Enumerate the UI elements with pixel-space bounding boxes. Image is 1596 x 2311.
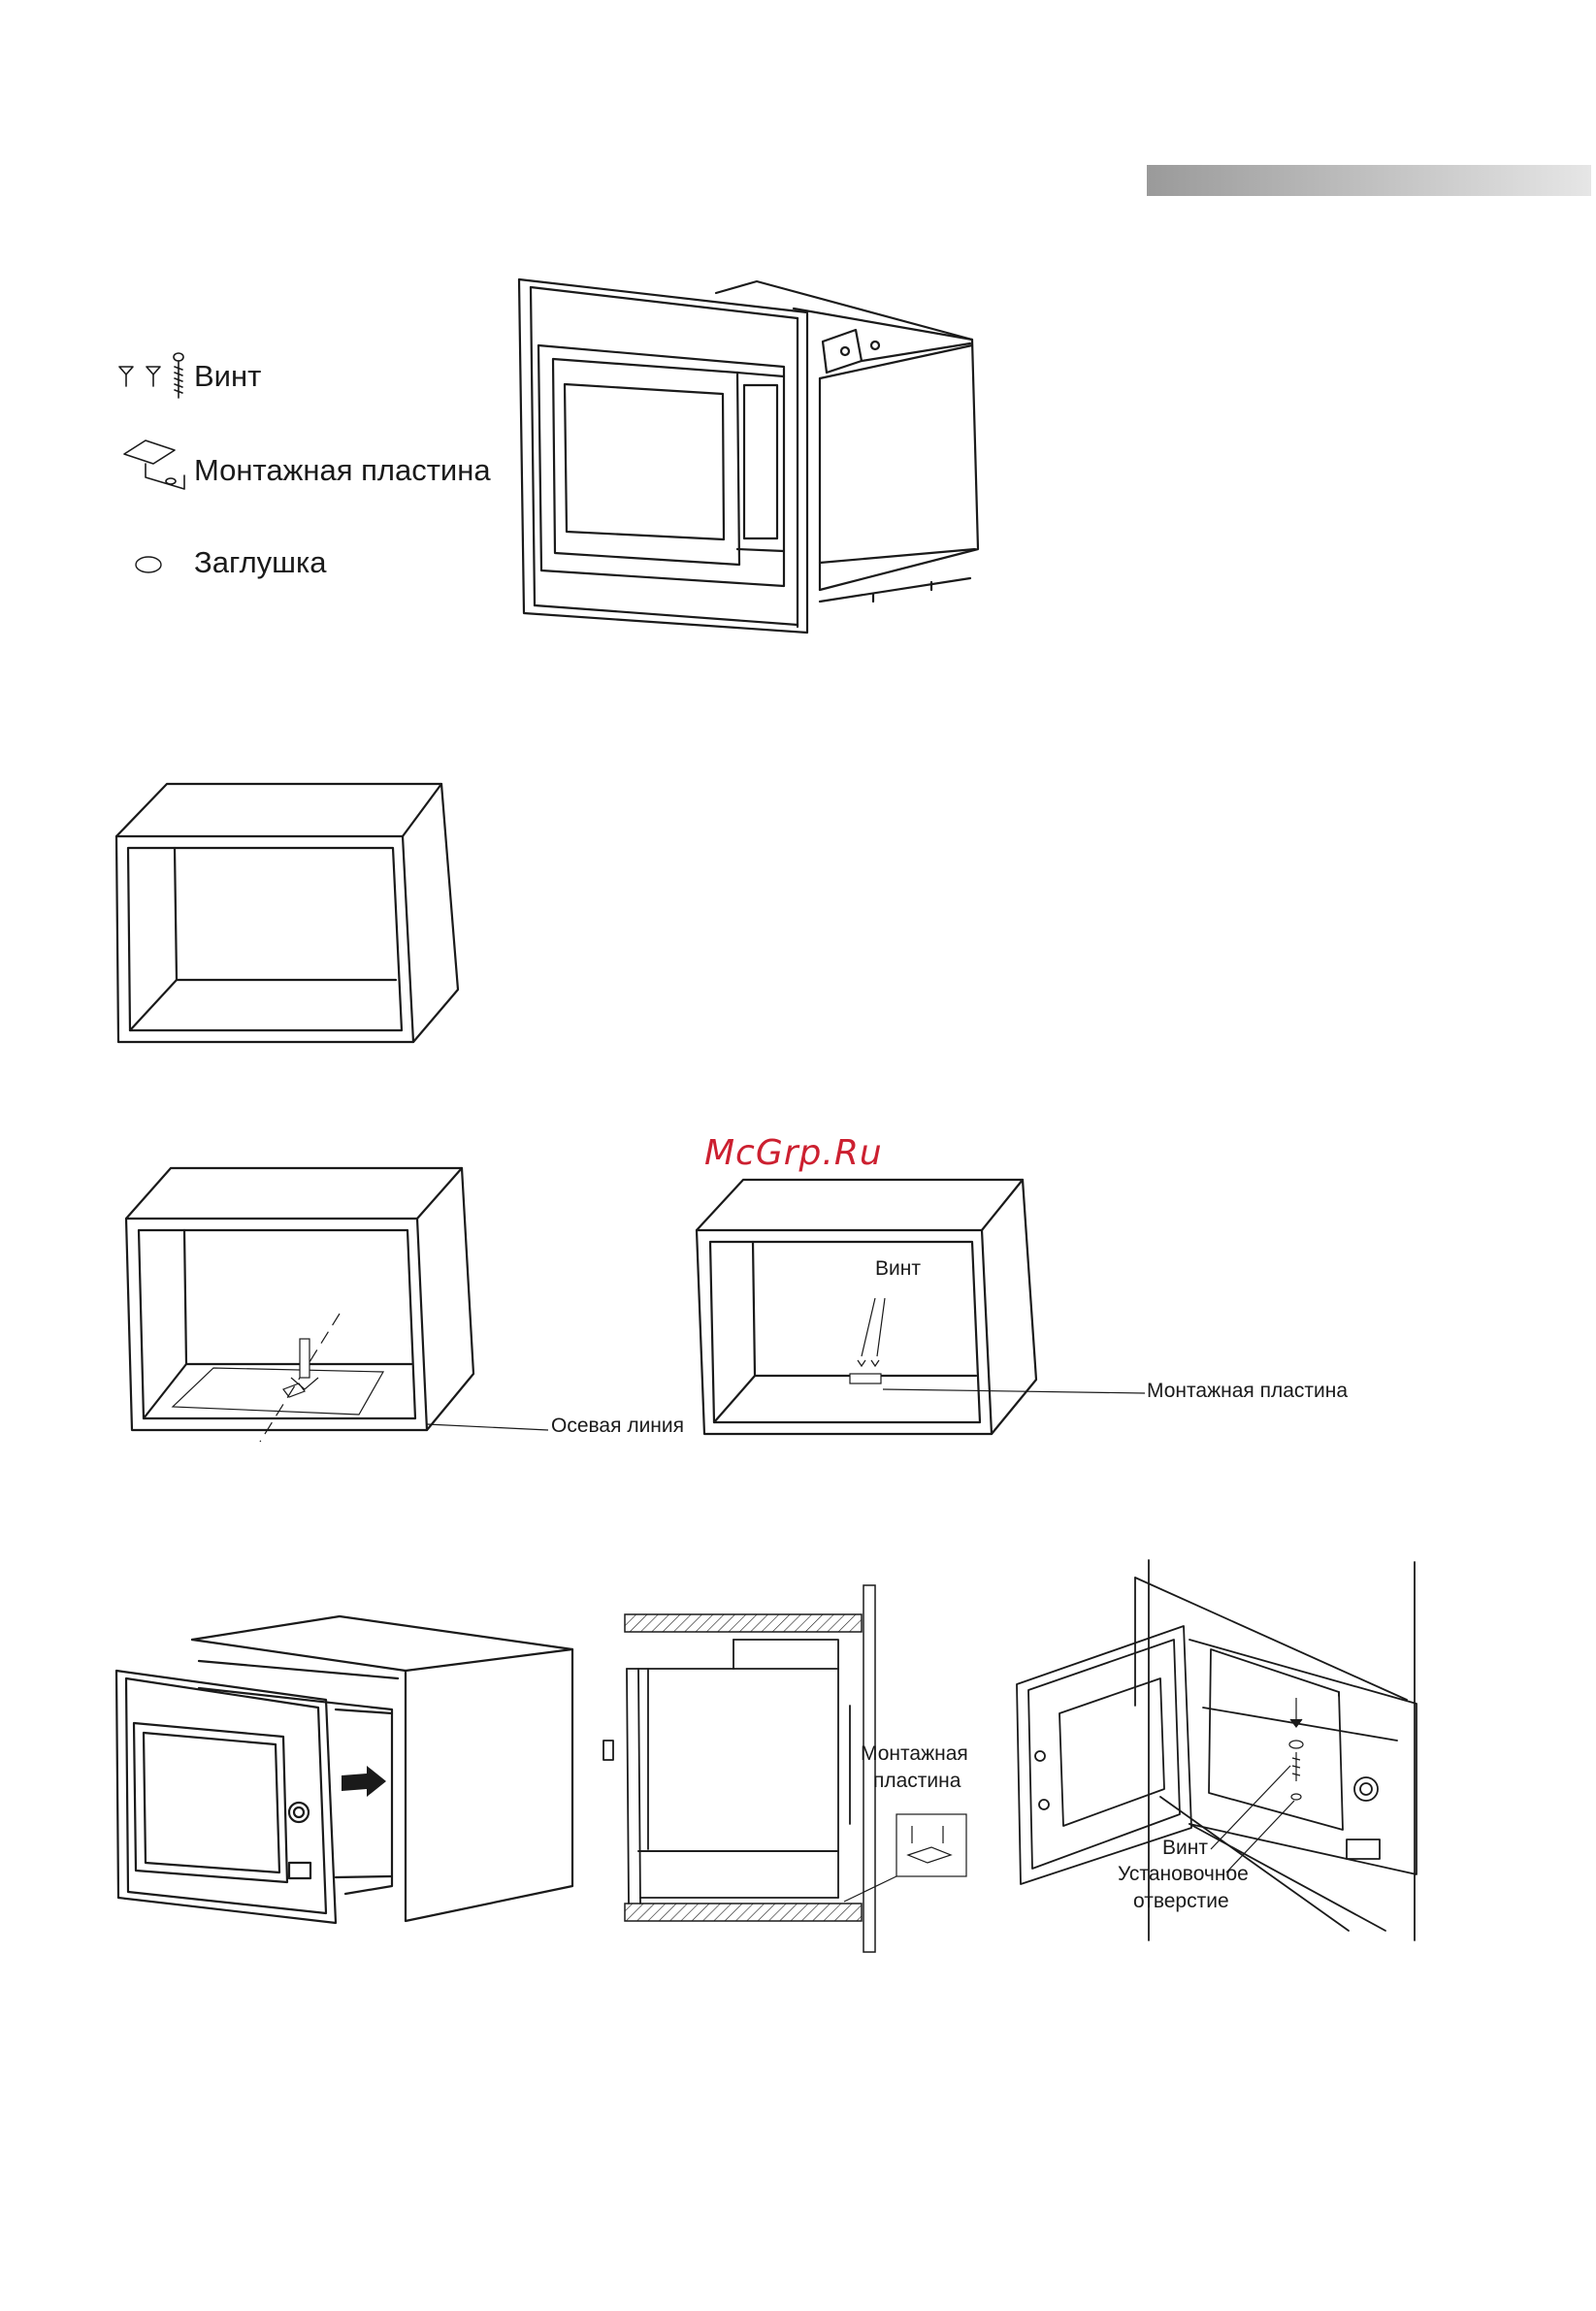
callout-screw-2: Винт xyxy=(1162,1837,1208,1860)
callout-hole-line2: отверстие xyxy=(1133,1890,1229,1913)
callout-hole-line1: Установочное xyxy=(1118,1863,1249,1886)
